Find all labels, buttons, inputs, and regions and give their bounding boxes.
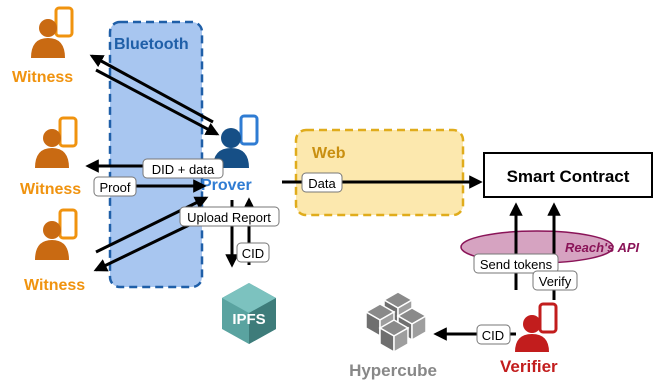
svg-text:CID: CID: [482, 328, 504, 343]
svg-text:CID: CID: [242, 246, 264, 261]
api-label: Reach's API: [565, 240, 640, 255]
witness-bottom-icon: [35, 208, 78, 260]
witness-top-label: Witness: [12, 69, 73, 86]
witness-bottom-label: Witness: [24, 277, 85, 294]
svg-text:Proof: Proof: [99, 180, 130, 195]
hypercube-label: Hypercube: [349, 361, 437, 380]
smart-contract-box: [483, 152, 653, 198]
verifier-icon: [515, 302, 558, 352]
ipfs-cube-icon: [222, 283, 276, 344]
ipfs-label: IPFS: [232, 311, 265, 328]
edge-label-proof: Proof: [93, 176, 137, 197]
smart-contract-label: Smart Contract: [507, 167, 630, 186]
svg-text:Upload Report: Upload Report: [187, 210, 271, 225]
web-label: Web: [312, 145, 346, 162]
edge-label-send-tokens: Send tokens: [473, 253, 559, 274]
arrow-prover-to-witness-top: [89, 54, 214, 124]
prover-label: Prover: [201, 177, 252, 194]
edge-label-data: Data: [301, 172, 343, 193]
edge-label-did-data: DID + data: [142, 158, 224, 179]
edge-label-upload-report: Upload Report: [179, 206, 280, 227]
svg-text:DID + data: DID + data: [152, 162, 215, 177]
edge-label-cid-hypercube: CID: [476, 324, 511, 345]
edge-label-cid-ipfs: CID: [236, 242, 270, 263]
bluetooth-label: Bluetooth: [114, 36, 189, 53]
witness-top-icon: [31, 6, 74, 58]
bluetooth-region: [108, 20, 204, 289]
hypercube-cubes-icon: [364, 291, 428, 354]
svg-text:Verify: Verify: [539, 274, 572, 289]
edge-label-verify: Verify: [532, 270, 578, 291]
svg-text:Data: Data: [308, 176, 336, 191]
witness-mid-icon: [35, 116, 78, 168]
web-region: [294, 128, 465, 217]
svg-text:Send tokens: Send tokens: [480, 257, 553, 272]
arrow-witness-top-to-prover: [95, 68, 220, 136]
verifier-label: Verifier: [500, 357, 558, 376]
witness-mid-label: Witness: [20, 181, 81, 198]
